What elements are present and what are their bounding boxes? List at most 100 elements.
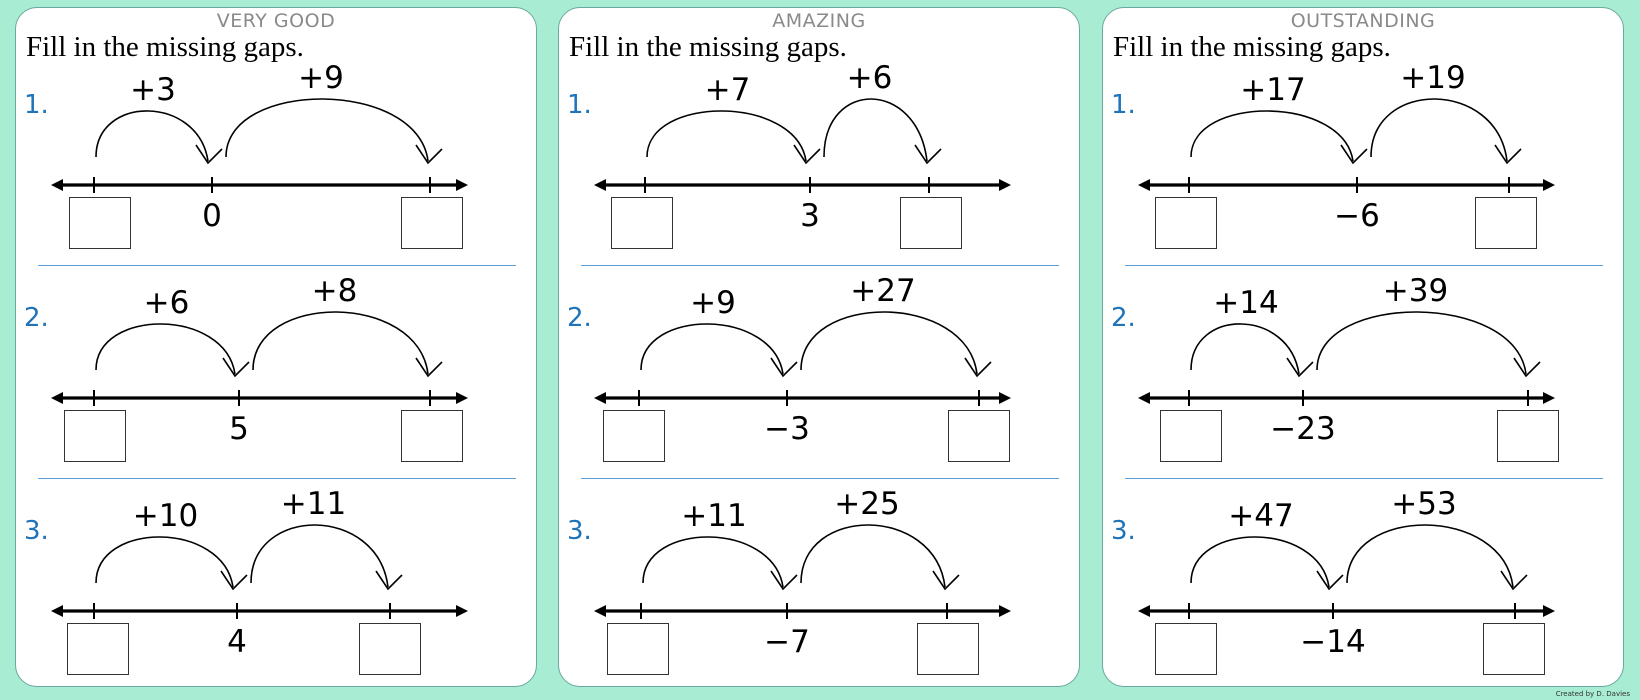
- answer-box[interactable]: [611, 197, 673, 249]
- section-divider: [38, 478, 516, 479]
- section-divider: [1125, 478, 1603, 479]
- jump-arc: [646, 110, 807, 162]
- arrowhead-icon: [770, 570, 798, 591]
- jump-label: +10: [132, 498, 199, 534]
- answer-box[interactable]: [64, 410, 126, 462]
- jump-label: +6: [143, 285, 190, 321]
- arrowhead-icon: [195, 144, 223, 165]
- credit-text: Created by D. Davies: [1555, 690, 1630, 698]
- known-value: 4: [227, 624, 247, 660]
- jump-label: +11: [280, 486, 347, 522]
- answer-box[interactable]: [607, 623, 669, 675]
- instruction-text: Fill in the missing gaps.: [26, 31, 304, 63]
- jump-label: +11: [681, 498, 747, 534]
- answer-box[interactable]: [1160, 410, 1222, 462]
- known-value: −23: [1270, 411, 1336, 447]
- answer-box[interactable]: [401, 197, 463, 249]
- number-line-figure: [1138, 524, 1555, 619]
- problem-3: 3.+11+25−7: [559, 489, 1081, 699]
- arrowhead-icon: [1340, 144, 1368, 165]
- answer-box[interactable]: [917, 623, 979, 675]
- jump-arc: [95, 536, 234, 588]
- jump-arc: [252, 311, 429, 375]
- arrow-right-icon: [1543, 392, 1555, 404]
- section-divider: [38, 265, 516, 266]
- known-value: −3: [764, 411, 810, 447]
- arrowhead-icon: [770, 357, 798, 378]
- arrow-left-icon: [51, 179, 63, 191]
- arrowhead-icon: [1513, 357, 1541, 378]
- jump-label: +9: [690, 285, 736, 321]
- arrow-left-icon: [594, 392, 606, 404]
- number-line-figure: [51, 311, 468, 406]
- answer-box[interactable]: [1483, 623, 1545, 675]
- answer-box[interactable]: [1155, 197, 1217, 249]
- arrowhead-icon: [415, 357, 443, 378]
- jump-arc: [95, 323, 236, 375]
- answer-box[interactable]: [1475, 197, 1537, 249]
- arrow-left-icon: [1138, 392, 1150, 404]
- answer-box[interactable]: [603, 410, 665, 462]
- jump-label: +27: [850, 273, 916, 309]
- jump-label: +6: [846, 60, 893, 96]
- arrow-right-icon: [1543, 605, 1555, 617]
- problem-2: 2. +9 +27 −3: [559, 276, 1081, 486]
- arrowhead-icon: [793, 144, 821, 165]
- number-line-figure: [1138, 98, 1555, 193]
- jump-arc: [642, 536, 784, 588]
- known-value: −6: [1334, 198, 1380, 234]
- number-line-figure: [594, 98, 1011, 193]
- answer-box[interactable]: [1155, 623, 1217, 675]
- arrowhead-icon: [932, 570, 960, 591]
- answer-box[interactable]: [69, 197, 131, 249]
- jump-label: +47: [1228, 498, 1294, 534]
- jump-arc: [800, 311, 978, 375]
- arrowhead-icon: [1316, 570, 1344, 591]
- question-number: 1.: [1111, 90, 1136, 120]
- answer-box[interactable]: [67, 623, 129, 675]
- answer-box[interactable]: [900, 197, 962, 249]
- question-number: 3.: [567, 516, 592, 546]
- answer-box[interactable]: [359, 623, 421, 675]
- arrow-left-icon: [51, 392, 63, 404]
- arrow-right-icon: [999, 179, 1011, 191]
- jump-arc: [1190, 536, 1330, 588]
- jump-label: +14: [1213, 285, 1279, 321]
- jump-label: +25: [834, 486, 900, 522]
- arrowhead-icon: [1286, 357, 1314, 378]
- jump-arc: [823, 98, 928, 162]
- arrow-left-icon: [51, 605, 63, 617]
- instruction-text: Fill in the missing gaps.: [1113, 31, 1391, 63]
- number-line-figure: [594, 311, 1011, 406]
- question-number: 2.: [1111, 303, 1136, 333]
- arrowhead-icon: [1494, 144, 1522, 165]
- number-line-figure: [51, 524, 468, 619]
- known-value: 3: [800, 198, 820, 234]
- number-line-figure: [1138, 311, 1555, 406]
- arrowhead-icon: [220, 570, 248, 591]
- arrow-right-icon: [999, 605, 1011, 617]
- jump-arc: [1316, 311, 1527, 375]
- instruction-text: Fill in the missing gaps.: [569, 31, 847, 63]
- arrow-right-icon: [1543, 179, 1555, 191]
- jump-arc: [225, 98, 429, 162]
- question-number: 2.: [567, 303, 592, 333]
- panel-title: OUTSTANDING: [1290, 10, 1436, 32]
- arrowhead-icon: [222, 357, 250, 378]
- answer-box[interactable]: [1497, 410, 1559, 462]
- question-number: 1.: [567, 90, 592, 120]
- section-divider: [581, 478, 1059, 479]
- answer-box[interactable]: [401, 410, 463, 462]
- problem-1: 1.+17+19−6: [1103, 63, 1625, 273]
- jump-arc: [1370, 98, 1508, 162]
- jump-arc: [1346, 524, 1514, 588]
- answer-box[interactable]: [948, 410, 1010, 462]
- question-number: 1.: [24, 90, 49, 120]
- section-divider: [581, 265, 1059, 266]
